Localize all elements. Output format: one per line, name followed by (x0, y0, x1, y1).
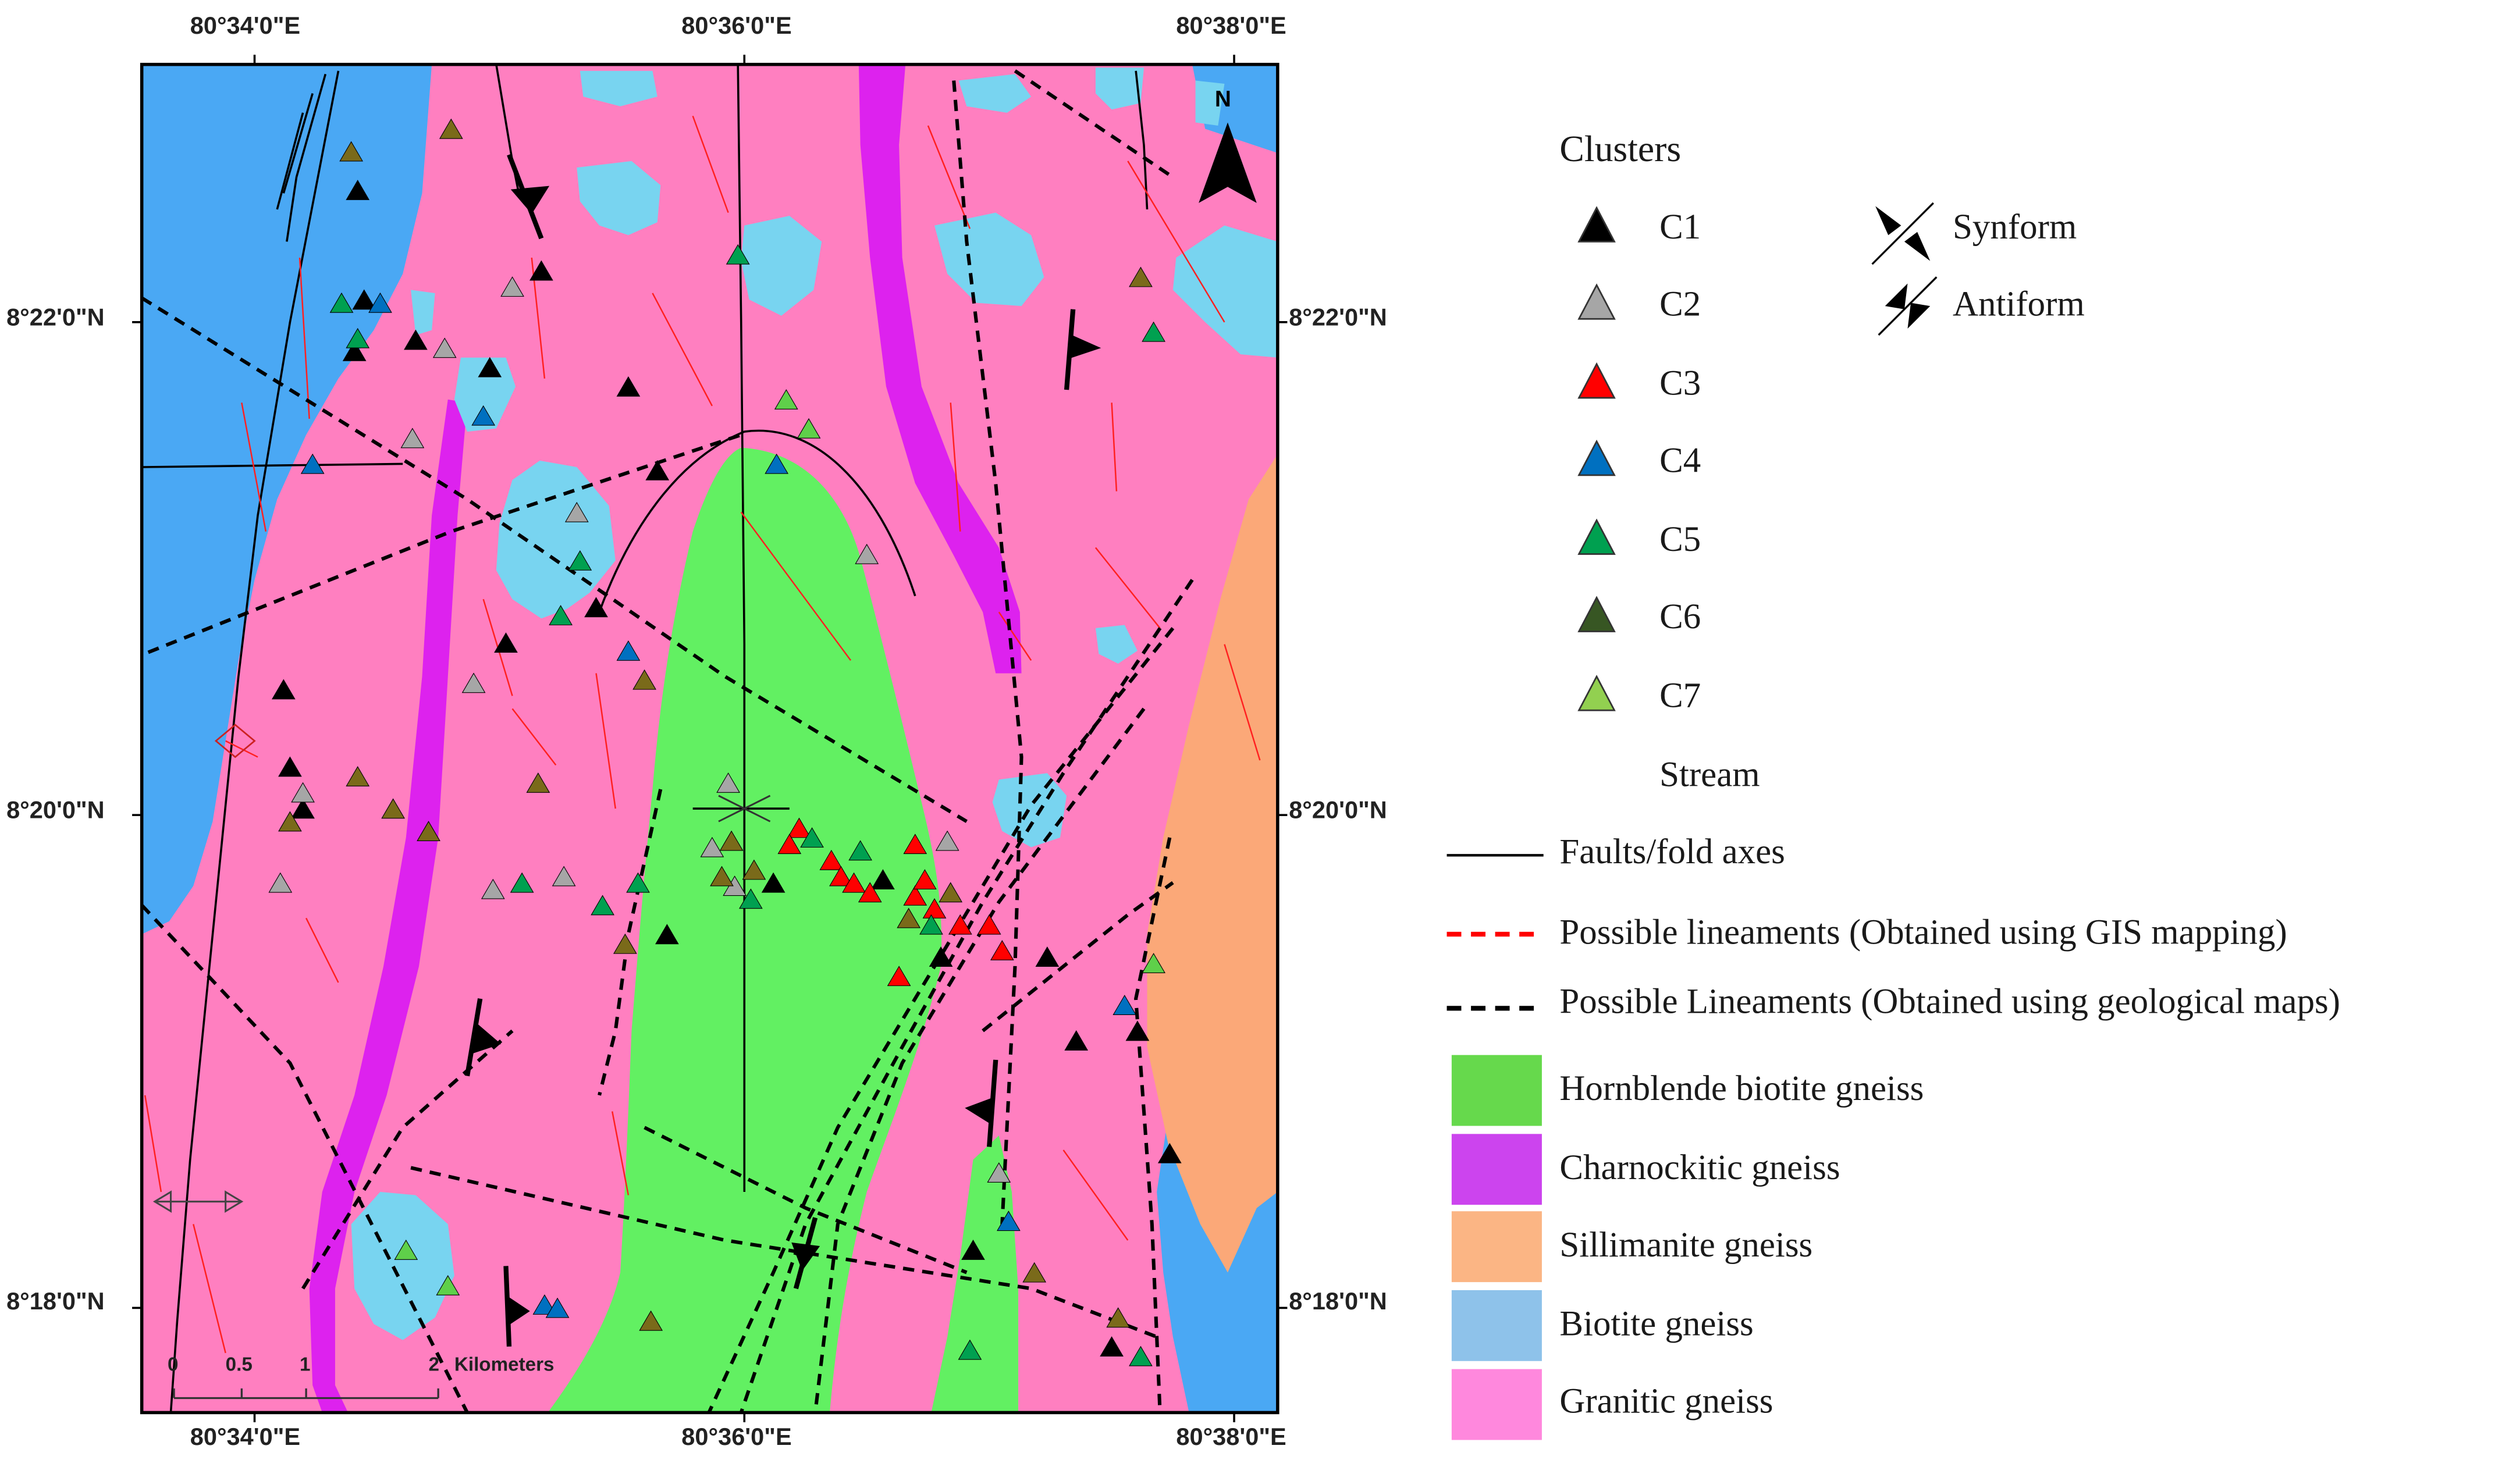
fold-symbols (464, 154, 1101, 1347)
pale-biotite-lenses (351, 67, 1278, 1340)
legend-hornblende-swatch (1451, 1055, 1542, 1126)
sillimanite-gneiss (1147, 454, 1278, 1273)
legend-c5-label: C5 (1659, 518, 1701, 559)
legend-granitic-label: Granitic gneiss (1559, 1380, 1773, 1421)
legend-c2-label: C2 (1659, 283, 1701, 324)
legend-c2-icon (1577, 283, 1616, 320)
left-lat-label-3: 8°18'0"N (6, 1288, 105, 1316)
scale-unit: Kilometers (454, 1354, 555, 1375)
fault-lines (141, 64, 1149, 1413)
legend-c3-icon (1577, 362, 1616, 399)
legend-c7-icon (1577, 675, 1616, 711)
legend-biotite-swatch (1451, 1290, 1542, 1361)
legend-c7-label: C7 (1659, 675, 1701, 715)
biotite-gneiss-east (1157, 1127, 1278, 1413)
legend-c4-icon (1577, 439, 1616, 476)
legend-charnockitic-label: Charnockitic gneiss (1559, 1147, 1840, 1187)
charnockitic-gneiss-east (858, 64, 1022, 674)
scale-tick-0: 0 (168, 1354, 178, 1375)
bottom-lon-label-1: 80°34'0"E (190, 1423, 301, 1451)
scale-bar: 0 0.5 1 2 Kilometers (168, 1354, 555, 1400)
legend-c5-icon (1577, 518, 1616, 555)
bottom-lon-label-2: 80°36'0"E (681, 1423, 792, 1451)
right-lat-label-2: 8°20'0"N (1289, 797, 1387, 825)
top-lon-label-2: 80°36'0"E (681, 13, 792, 41)
legend-stream-label: Stream (1659, 753, 1760, 795)
graticule-ticks (132, 55, 1288, 1423)
left-lat-label-2: 8°20'0"N (6, 797, 105, 825)
legend-c6-icon (1577, 596, 1616, 632)
cluster-c2-points (268, 276, 1011, 1183)
charnockitic-gneiss-west (309, 399, 468, 1413)
legend-c4-label: C4 (1659, 439, 1701, 480)
legend-granitic-swatch (1451, 1369, 1542, 1440)
north-label: N (1215, 87, 1231, 112)
scale-tick-half: 0.5 (226, 1354, 253, 1375)
legend-sillimanite-label: Sillimanite gneiss (1559, 1224, 1813, 1265)
scale-tick-1: 1 (300, 1354, 310, 1375)
cluster-c6-points (278, 118, 1153, 1331)
legend-gis-lineament-label: Possible lineaments (Obtained using GIS … (1559, 912, 2287, 952)
map-frame (140, 62, 1279, 1415)
hornblende-biotite-gneiss-south (931, 1135, 1019, 1413)
legend-faults-label: Faults/fold axes (1559, 831, 1785, 872)
legend-map-lineament-label: Possible Lineaments (Obtained using geol… (1559, 981, 2341, 1021)
sample-points (268, 118, 1182, 1366)
legend-charnockitic-swatch (1451, 1134, 1542, 1205)
cluster-c1-points (271, 180, 1182, 1357)
legend-c6-label: C6 (1659, 596, 1701, 636)
top-lon-label-3: 80°38'0"E (1176, 13, 1286, 41)
legend-hornblende-label: Hornblende biotite gneiss (1559, 1067, 1924, 1109)
geology-map: 0 0.5 1 2 Kilometers N (132, 55, 1288, 1423)
antiform-icon (1878, 276, 1938, 336)
legend-gis-lineament-icon (1446, 931, 1544, 937)
legend-faults-line-icon (1446, 854, 1544, 857)
dip-arrow-symbols (214, 724, 256, 759)
right-lat-label-1: 8°22'0"N (1289, 304, 1387, 332)
legend-biotite-label: Biotite gneiss (1559, 1303, 1754, 1344)
left-lat-label-1: 8°22'0"N (6, 304, 105, 332)
north-arrow-icon: N (1199, 87, 1257, 203)
legend-sillimanite-swatch (1451, 1211, 1542, 1283)
cluster-c4-points (300, 292, 1137, 1318)
anticline-arrow-symbol (152, 795, 771, 1213)
legend-c1-label: C1 (1659, 206, 1701, 247)
right-lat-label-3: 8°18'0"N (1289, 1288, 1387, 1316)
map-lineaments (141, 69, 1194, 1413)
legend-c3-label: C3 (1659, 362, 1701, 403)
legend-clusters-title: Clusters (1559, 129, 1682, 169)
biotite-gneiss-west (141, 64, 432, 935)
legend-antiform-label: Antiform (1953, 283, 2085, 324)
cluster-c7-points (394, 389, 1165, 1295)
cluster-c5-points (329, 244, 1165, 1366)
scale-tick-2: 2 (429, 1354, 439, 1375)
bottom-lon-label-3: 80°38'0"E (1176, 1423, 1286, 1451)
cluster-c3-points (777, 817, 1014, 987)
legend-synform-label: Synform (1953, 206, 2077, 247)
legend-c1-icon (1577, 206, 1616, 243)
synform-icon (1871, 202, 1934, 265)
legend-map-lineament-icon (1446, 1006, 1544, 1011)
top-lon-label-1: 80°34'0"E (190, 13, 301, 41)
